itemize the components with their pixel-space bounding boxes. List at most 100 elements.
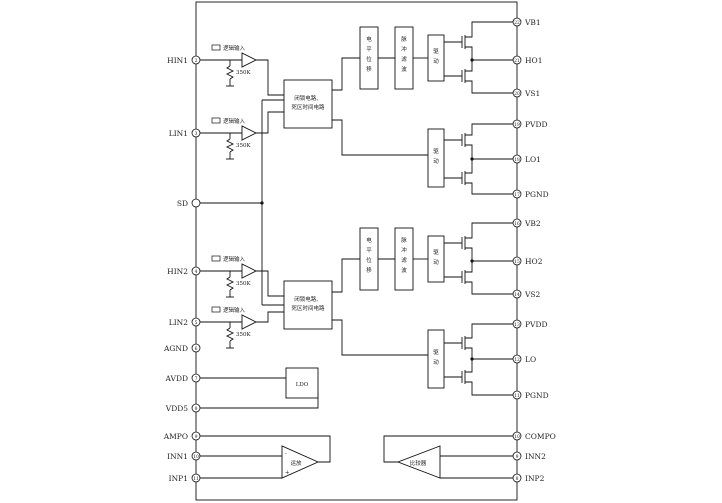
pin-label-inn2: INN2: [525, 452, 546, 461]
pin-vb2-6-number: 16: [514, 221, 520, 227]
hs1-level-shift-text: 电: [366, 35, 372, 43]
ls2-driver-text: 动: [433, 359, 439, 366]
logic-block-2-line1: 闭锁电路、: [294, 295, 322, 303]
pin-inn2-13: [512, 451, 522, 461]
ls1-out-fet-top-source: [465, 144, 473, 151]
lin1-buffer: [241, 125, 258, 141]
pin-pvdd-9: [512, 319, 522, 329]
logic-block-1-line2: 死区时间电路: [291, 103, 325, 111]
pin-pvdd-3: [512, 119, 522, 129]
ls2-out-top-rail: [471, 323, 513, 332]
hin2-resistor: [225, 276, 235, 291]
pin-inp1-number: 11: [193, 476, 199, 482]
pin-inp2-14-number: 8: [516, 476, 519, 482]
hin2-resistor-label: 350K: [236, 281, 251, 287]
pin-hin1-number: 2: [195, 58, 198, 64]
pin-vdd5-number: 8: [195, 406, 198, 412]
wire-hin1-logic: [256, 59, 284, 96]
junction-dot: [260, 201, 264, 205]
pin-label-vb2: VB2: [524, 219, 541, 228]
hin1-buffer: [241, 52, 258, 68]
pin-lo1-4-number: 18: [514, 157, 520, 163]
comparator-label: 比较器: [410, 459, 427, 467]
pin-ho1-1-number: 21: [514, 58, 520, 64]
pin-inp2-14: [512, 473, 522, 483]
hs1-driver-text: 驱: [433, 48, 439, 55]
ldo-block: [285, 367, 319, 399]
hs1-driver: [427, 34, 445, 82]
wire-lin2-logic: [256, 311, 284, 323]
ls1-out-fet-bot-drain: [465, 167, 473, 174]
pin-label-vdd5: VDD5: [165, 404, 188, 413]
pin-lin1: [191, 128, 201, 138]
hs2-out-fet-bot-source: [465, 281, 473, 288]
pin-vs2-8: [512, 289, 522, 299]
hs2-level-shift-text: 平: [366, 247, 372, 254]
pin-lo1-4: [512, 154, 522, 164]
pin-pvdd-9-number: 13: [514, 322, 520, 328]
pin-label-pvdd: PVDD: [525, 120, 548, 129]
ls2-out-fet-bot-source: [465, 381, 473, 388]
pin-label-vb1: VB1: [524, 18, 541, 27]
hs2-pulse-filter-text: 冲: [401, 246, 407, 254]
pin-label-hin2: HIN2: [167, 267, 188, 276]
hs2-pulse-filter-text: 脉: [401, 236, 407, 244]
hs2-level-shift-text: 电: [366, 236, 372, 244]
ls2-driver: [427, 329, 445, 389]
pin-hin1: [191, 55, 201, 65]
hs2-driver-text: 动: [433, 259, 439, 266]
hs1-level-shift-text: 平: [366, 46, 372, 53]
logic-block-1: [283, 79, 333, 129]
hs2-out-top-rail: [471, 222, 513, 232]
lin2-resistor-label: 350K: [236, 332, 251, 338]
pin-label-sd: SD: [177, 199, 188, 208]
pin-label-ho1: HO1: [525, 56, 542, 65]
lin1-schmitt-icon: [211, 117, 221, 124]
pin-lin2: [191, 317, 201, 327]
junction-dot: [470, 259, 474, 263]
hs2-driver: [427, 235, 445, 283]
pin-sd: [191, 198, 201, 208]
logic-block-2: [283, 280, 333, 330]
hs1-out-top-rail: [471, 21, 513, 31]
hs2-out-fet-bot-drain: [465, 266, 473, 273]
pin-ho1-1: [512, 55, 522, 65]
hs2-pulse-filter: [394, 227, 414, 291]
hs2-level-shift-text: 移: [366, 266, 372, 274]
hs1-level-shift: [359, 26, 379, 90]
pin-ampo-number: 9: [195, 434, 198, 440]
pin-pgnd-5-number: 17: [514, 192, 520, 198]
amplifier-plus: +: [285, 470, 290, 476]
ls1-out-top-rail: [471, 123, 513, 129]
lin2-schmitt-icon: [211, 306, 221, 313]
ls2-out-fet-top-source: [465, 347, 473, 354]
hs1-pulse-filter-text: 波: [401, 65, 407, 73]
hs1-level-shift-text: 位: [366, 55, 372, 63]
pin-inp1: [191, 473, 201, 483]
hs1-out-fet-bot-drain: [465, 65, 473, 72]
hs1-pulse-filter: [394, 26, 414, 90]
pin-label-avdd: AVDD: [165, 374, 189, 383]
lin1-resistor: [225, 138, 235, 153]
lin2-resistor: [225, 327, 235, 342]
pin-hin2-number: 4: [195, 269, 198, 275]
hin2-buffer: [241, 263, 258, 279]
hs1-out-bot-rail: [471, 87, 513, 94]
pin-label-ampo: AMPO: [163, 432, 188, 441]
pin-pgnd-11-number: 11: [514, 393, 520, 399]
hs1-level-shift-text: 移: [366, 65, 372, 73]
pin-label-inp1: INP1: [169, 474, 188, 483]
chip-outline: [195, 1, 518, 501]
pin-inn1: [191, 451, 201, 461]
wire-logic1-hs: [332, 57, 360, 91]
pin-label-vs1: VS1: [524, 89, 540, 98]
hs2-level-shift-text: 位: [366, 256, 372, 264]
amplifier-triangle: [281, 445, 320, 479]
pin-label-lo1: LO1: [525, 155, 541, 164]
hs2-driver-text: 驱: [433, 249, 439, 256]
pin-label-pgnd: PGND: [525, 391, 549, 400]
hs1-out-fet-bot-source: [465, 80, 473, 87]
pin-label-vs2: VS2: [524, 290, 541, 299]
amplifier-label: 运放: [290, 459, 302, 467]
